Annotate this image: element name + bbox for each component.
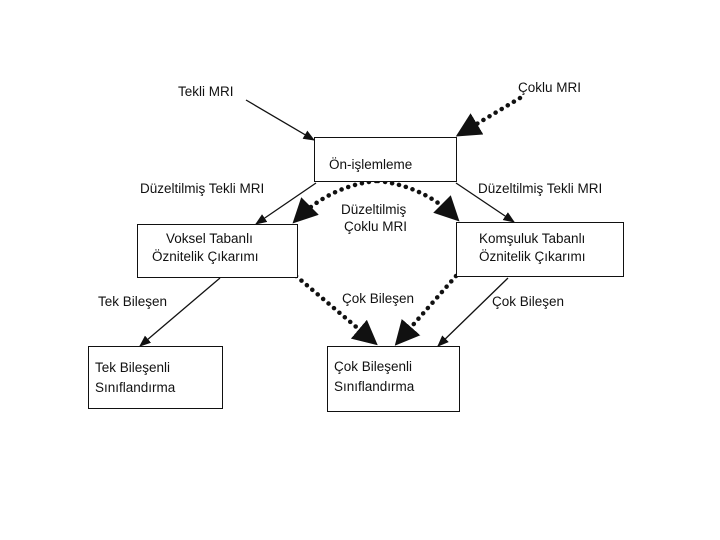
multi-class-label-line2: Sınıflandırma — [334, 379, 415, 394]
corrected-single-mri-left-label: Düzeltilmiş Tekli MRI — [140, 181, 265, 196]
edge-voxel-to-multi-class — [293, 273, 378, 346]
edge-preprocessing-to-voxel-multi — [292, 178, 379, 224]
neighborhood-feature-box: Komşuluk Tabanlı Öznitelik Çıkarımı — [456, 222, 624, 277]
voxel-feature-label-line2: Öznitelik Çıkarımı — [152, 249, 259, 264]
edge-preprocessing-to-neighborhood — [455, 182, 515, 223]
voxel-feature-box: Voksel Tabanlı Öznitelik Çıkarımı — [137, 224, 298, 278]
edge-neighborhood-to-multi-class-dotted — [394, 273, 459, 346]
single-class-box: Tek Bileşenli Sınıflandırma — [88, 346, 223, 409]
multi-component-right-label: Çok Bileşen — [492, 294, 565, 309]
multi-class-box: Çok Bileşenli Sınıflandırma — [327, 346, 460, 412]
preprocessing-label: Ön-işlemleme — [329, 157, 413, 172]
voxel-feature-label-line1: Voksel Tabanlı — [166, 231, 253, 246]
single-component-label: Tek Bileşen — [98, 294, 168, 309]
edge-single-mri-to-preprocessing — [245, 99, 316, 141]
preprocessing-box: Ön-işlemleme — [314, 137, 457, 182]
single-class-label-line1: Tek Bileşenli — [95, 360, 171, 375]
edge-preprocessing-to-neighborhood-multi — [375, 178, 460, 222]
corrected-multi-mri-label-line1: Düzeltilmiş — [341, 202, 407, 217]
corrected-multi-mri-label-line2: Çoklu MRI — [344, 219, 408, 234]
neighborhood-feature-label-line2: Öznitelik Çıkarımı — [479, 249, 586, 264]
corrected-single-mri-right-label: Düzeltilmiş Tekli MRI — [478, 181, 603, 196]
single-mri-label: Tekli MRI — [178, 84, 234, 99]
single-class-label-line2: Sınıflandırma — [95, 380, 176, 395]
multi-component-mid-label: Çok Bileşen — [342, 291, 415, 306]
multi-class-label-line1: Çok Bileşenli — [334, 359, 413, 374]
edge-multi-mri-to-preprocessing — [455, 95, 523, 137]
neighborhood-feature-label-line1: Komşuluk Tabanlı — [479, 231, 586, 246]
edge-neighborhood-to-multi-class — [437, 277, 509, 347]
multi-mri-label: Çoklu MRI — [518, 80, 582, 95]
edge-voxel-to-single-class — [139, 277, 221, 347]
edge-preprocessing-to-voxel — [255, 182, 317, 225]
